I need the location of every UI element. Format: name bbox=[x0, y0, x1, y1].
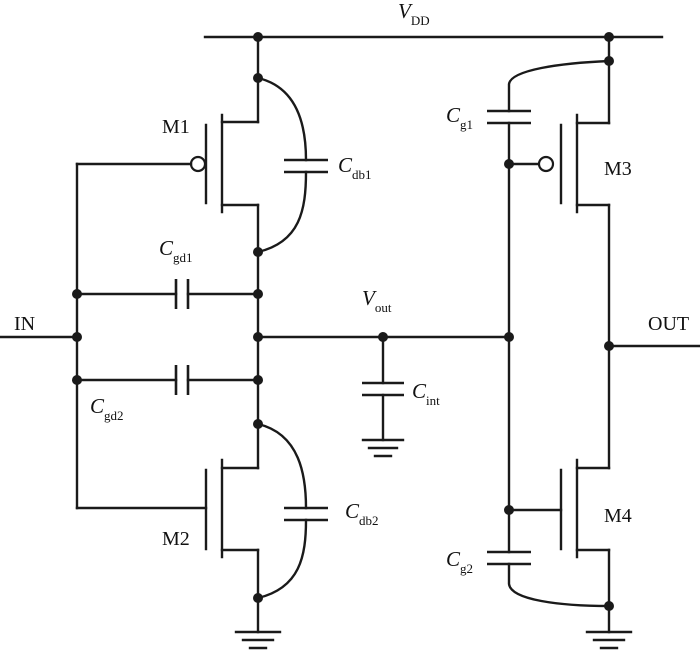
cdb1-label: Cdb1 bbox=[338, 153, 372, 182]
m3-label: M3 bbox=[604, 158, 632, 180]
cg2-label: Cg2 bbox=[446, 547, 473, 576]
cint-capacitor bbox=[362, 335, 404, 442]
m4-label: M4 bbox=[604, 505, 632, 527]
cdb2-capacitor bbox=[253, 419, 328, 603]
cint-label: Cint bbox=[412, 379, 440, 408]
vdd-label: VDD bbox=[398, 0, 430, 28]
cgd2-label: Cgd2 bbox=[90, 394, 124, 423]
cgd1-label: Cgd1 bbox=[159, 236, 193, 265]
input-terminal-label: IN bbox=[14, 313, 35, 335]
cg1-capacitor bbox=[487, 59, 611, 125]
m4-nmos-transistor bbox=[559, 458, 579, 559]
m3-pmos-transistor bbox=[537, 113, 579, 214]
m2-nmos-transistor bbox=[204, 458, 224, 559]
stage2-gate-net bbox=[504, 121, 563, 554]
ground-symbol-cint bbox=[361, 438, 405, 458]
output-terminal-label: OUT bbox=[648, 313, 689, 335]
cdb1-capacitor bbox=[253, 73, 328, 257]
m2-label: M2 bbox=[162, 528, 190, 550]
input-network bbox=[0, 162, 208, 510]
ground-symbol-m2 bbox=[234, 630, 282, 650]
cg1-label: Cg1 bbox=[446, 103, 473, 132]
stage2-spine bbox=[575, 35, 614, 634]
vdd-rail bbox=[203, 32, 664, 42]
cgd1-capacitor bbox=[75, 279, 263, 309]
cgd2-capacitor bbox=[75, 365, 263, 395]
m1-pmos-transistor bbox=[189, 113, 224, 214]
cg2-capacitor bbox=[487, 550, 611, 608]
vout-label: Vout bbox=[362, 286, 392, 315]
m1-label: M1 bbox=[162, 116, 190, 138]
ground-symbol-m4 bbox=[585, 630, 633, 650]
cdb2-label: Cdb2 bbox=[345, 499, 379, 528]
stage1-spine bbox=[220, 35, 260, 634]
output-terminal bbox=[604, 341, 700, 351]
